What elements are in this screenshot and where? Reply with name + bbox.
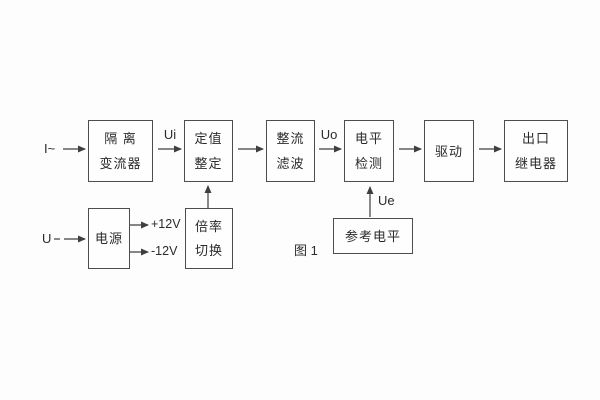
block-relay-line2: 继电器 <box>514 155 557 171</box>
block-output-relay: 出口 继电器 <box>504 120 568 182</box>
block-isolation-line2: 变流器 <box>99 155 142 171</box>
block-relay-line1: 出口 <box>521 131 550 147</box>
block-drive-label: 驱动 <box>434 143 463 159</box>
block-rectify-filter: 整流 滤波 <box>266 120 315 182</box>
block-reference-label: 参考电平 <box>344 228 401 244</box>
block-drive: 驱动 <box>424 120 474 182</box>
label-plus12v: +12V <box>151 217 181 231</box>
block-level-detect: 电平 检测 <box>344 120 394 182</box>
label-signal-ui: Ui <box>163 127 177 142</box>
label-input-current: I~ <box>44 141 56 156</box>
label-signal-uo: Uo <box>320 127 338 142</box>
label-input-voltage: U <box>42 231 52 246</box>
block-reference-level: 参考电平 <box>333 218 413 254</box>
block-rectifier-line2: 滤波 <box>276 155 305 171</box>
block-ratio-line1: 倍率 <box>194 219 223 234</box>
block-setting-adjust: 定值 整定 <box>184 120 233 182</box>
block-level-line2: 检测 <box>354 155 383 171</box>
block-ratio-switch: 倍率 切换 <box>185 208 233 269</box>
block-setting-line2: 整定 <box>194 155 223 171</box>
block-ratio-line2: 切换 <box>194 243 223 258</box>
label-signal-ue: Ue <box>378 193 395 208</box>
block-isolation-line1: 隔 离 <box>104 131 137 147</box>
label-minus12v: -12V <box>151 244 178 258</box>
figure-caption: 图 1 <box>294 243 318 258</box>
block-power-supply: 电源 <box>88 208 130 269</box>
block-power-label: 电源 <box>94 231 123 246</box>
block-rectifier-line1: 整流 <box>276 131 305 147</box>
block-level-line1: 电平 <box>354 131 383 147</box>
block-isolation-transformer: 隔 离 变流器 <box>88 120 153 182</box>
block-setting-line1: 定值 <box>194 131 223 147</box>
